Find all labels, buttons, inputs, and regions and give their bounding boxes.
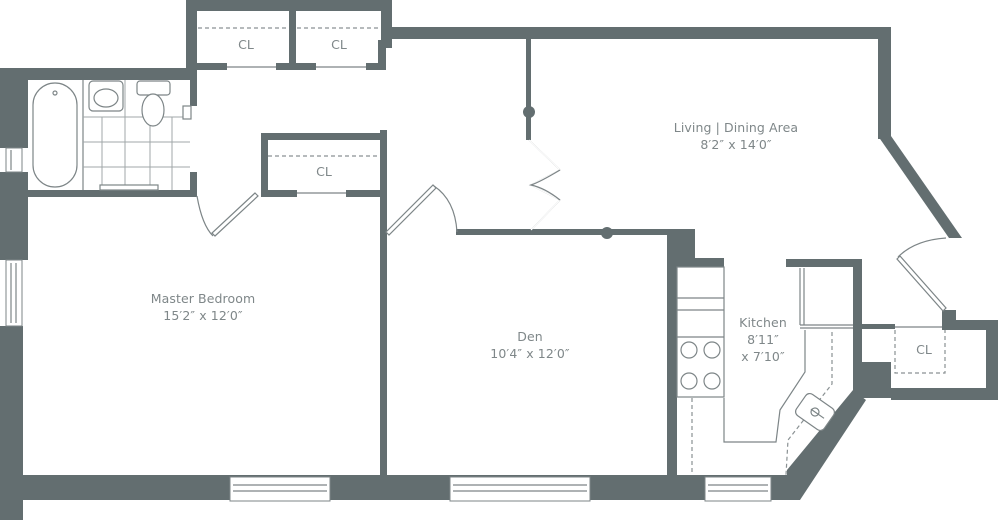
room-label-den: Den 10′4″ x 12′0″ bbox=[460, 328, 600, 362]
wall-top-closets bbox=[186, 0, 392, 11]
wall bbox=[197, 63, 227, 70]
closet-label: CL bbox=[331, 37, 347, 52]
room-dimensions: 8′11″ bbox=[747, 332, 779, 347]
door-den bbox=[385, 184, 458, 236]
wall bbox=[862, 324, 895, 329]
room-label-kitchen: Kitchen 8′11″ x 7′10″ bbox=[728, 314, 798, 365]
wall bbox=[289, 8, 296, 68]
bathtub-icon bbox=[32, 82, 78, 188]
wall-top-living bbox=[386, 27, 891, 39]
room-name: Den bbox=[517, 329, 543, 344]
wall-left bbox=[0, 326, 23, 520]
wall bbox=[378, 40, 386, 70]
toilet-tank-icon bbox=[136, 80, 171, 96]
wall bbox=[261, 133, 386, 140]
wall-closet-bottom bbox=[891, 388, 998, 400]
wall bbox=[526, 110, 531, 140]
wall bbox=[186, 0, 197, 74]
room-name: Master Bedroom bbox=[150, 291, 256, 306]
room-name: Kitchen bbox=[739, 315, 787, 330]
wall bbox=[853, 362, 891, 398]
wall bbox=[381, 0, 392, 48]
room-label-master-bedroom: Master Bedroom 15′2″ x 12′0″ bbox=[128, 290, 278, 324]
wall bbox=[261, 190, 297, 197]
door-entry bbox=[896, 237, 947, 312]
kitchen-sink-icon bbox=[794, 392, 836, 432]
wall-bath-top bbox=[0, 68, 197, 80]
window-bottom-bedroom bbox=[229, 476, 331, 502]
wall bbox=[366, 63, 384, 70]
closet-label: CL bbox=[238, 37, 254, 52]
wall-node bbox=[601, 227, 613, 239]
wall bbox=[786, 259, 862, 267]
closet-label: CL bbox=[916, 342, 932, 357]
kitchen-counter bbox=[676, 266, 725, 475]
wall bbox=[677, 258, 724, 267]
wall-partition bbox=[526, 37, 531, 109]
wall-bedroom-top bbox=[18, 190, 197, 197]
window-bottom-den bbox=[449, 476, 591, 502]
stove-icon bbox=[680, 341, 721, 390]
wall-angled bbox=[878, 136, 962, 238]
wall-bedroom-den bbox=[380, 130, 387, 478]
wall bbox=[190, 172, 197, 196]
wall-den-top bbox=[456, 229, 668, 235]
door-bedroom bbox=[196, 192, 259, 237]
room-dimensions: 15′2″ x 12′0″ bbox=[163, 308, 243, 323]
wall-den-kitchen bbox=[667, 229, 677, 479]
closet-rod bbox=[894, 330, 946, 374]
room-dimensions: x 7′10″ bbox=[741, 349, 785, 364]
wall bbox=[0, 68, 28, 148]
wall-angled-kitchen bbox=[787, 390, 866, 500]
room-name: Living | Dining Area bbox=[673, 120, 799, 135]
wall bbox=[853, 259, 862, 399]
window-bottom-kitchen bbox=[704, 476, 772, 502]
wall bbox=[190, 68, 197, 106]
room-dimensions: 8′2″ x 14′0″ bbox=[700, 137, 772, 152]
closet-label: CL bbox=[316, 164, 332, 179]
sink-icon bbox=[88, 80, 124, 112]
window-left-bedroom bbox=[5, 259, 23, 327]
wall-right bbox=[986, 320, 998, 400]
wall-bottom bbox=[0, 475, 800, 500]
wall bbox=[261, 133, 268, 196]
bifold-door bbox=[528, 139, 562, 231]
wall bbox=[878, 27, 891, 139]
wall bbox=[942, 320, 998, 330]
wall bbox=[276, 63, 316, 70]
toilet-icon bbox=[141, 93, 165, 127]
room-label-living-dining: Living | Dining Area 8′2″ x 14′0″ bbox=[640, 119, 832, 153]
wall bbox=[346, 190, 386, 197]
room-dimensions: 10′4″ x 12′0″ bbox=[490, 346, 570, 361]
window-left-bath bbox=[5, 147, 23, 173]
bathroom bbox=[28, 80, 192, 191]
refrigerator-icon bbox=[799, 267, 853, 329]
wall bbox=[0, 172, 28, 260]
